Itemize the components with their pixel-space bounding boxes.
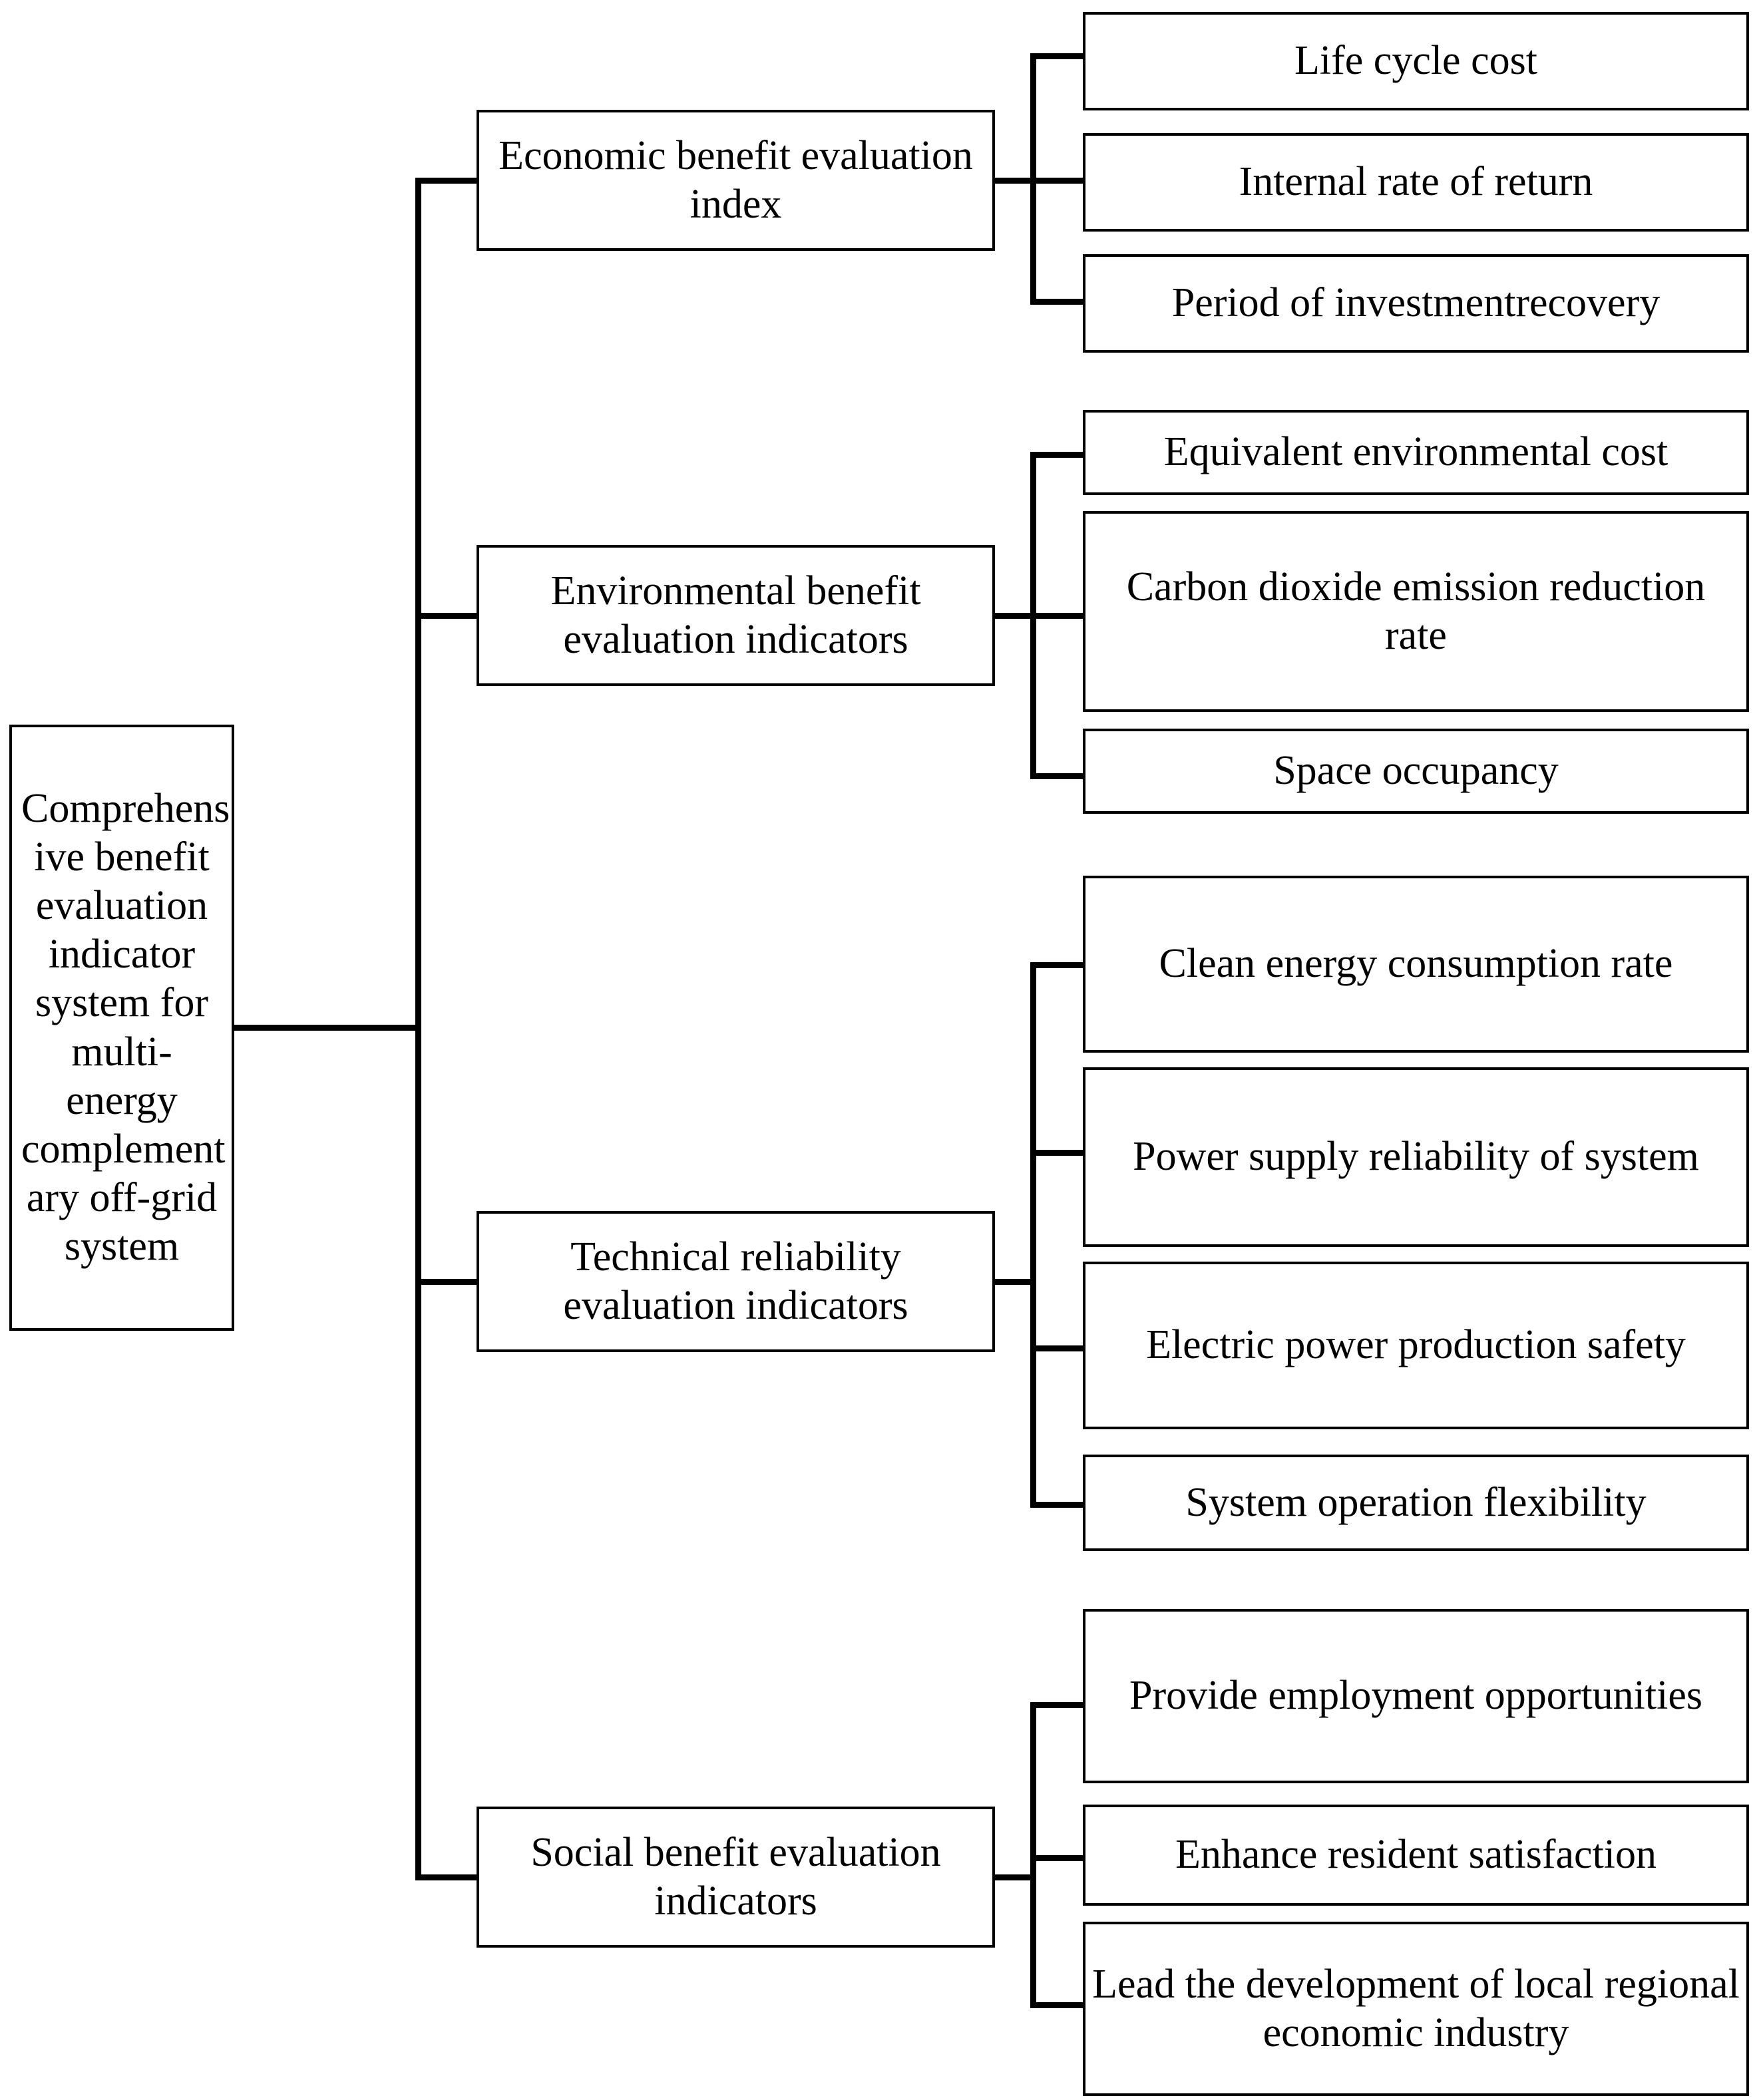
- leaf-node-period-of-investment-recovery[interactable]: Period of investmentrecovery: [1083, 254, 1749, 353]
- root-node[interactable]: Comprehens ive benefit evaluation indica…: [9, 725, 234, 1331]
- connector-technical-spine: [1030, 965, 1036, 1507]
- connector-technical-leaf-3: [1030, 1345, 1086, 1351]
- connector-economic-leaf-3: [1030, 299, 1086, 305]
- leaf-node-lead-development-local-regional-economic-industry-label: Lead the development of local regional e…: [1092, 1961, 1740, 2055]
- leaf-node-system-operation-flexibility-label: System operation flexibility: [1185, 1479, 1647, 1525]
- connector-environmental-stub: [992, 613, 1036, 619]
- connector-environmental-leaf-3: [1030, 773, 1086, 779]
- connector-social-leaf-1: [1030, 1702, 1086, 1708]
- leaf-node-life-cycle-cost-label: Life cycle cost: [1294, 38, 1537, 84]
- connector-economic-leaf-2: [1030, 178, 1086, 184]
- connector-social-leaf-2: [1030, 1855, 1086, 1861]
- leaf-node-equivalent-environmental-cost-label: Equivalent environmental cost: [1163, 429, 1668, 475]
- leaf-node-enhance-resident-satisfaction[interactable]: Enhance resident satisfaction: [1083, 1805, 1749, 1906]
- leaf-node-power-supply-reliability-of-system[interactable]: Power supply reliability of system: [1083, 1067, 1749, 1247]
- connector-technical-leaf-1: [1030, 962, 1086, 968]
- branch-node-economic[interactable]: Economic benefit evaluation index: [477, 110, 995, 251]
- root-node-label: Comprehens ive benefit evaluation indica…: [21, 785, 230, 1270]
- connector-root-trunk: [415, 180, 421, 1877]
- connector-trunk-to-economic: [415, 178, 479, 184]
- connector-economic-leaf-1: [1030, 53, 1086, 59]
- leaf-node-internal-rate-of-return-label: Internal rate of return: [1239, 159, 1593, 205]
- leaf-node-life-cycle-cost[interactable]: Life cycle cost: [1083, 12, 1749, 110]
- branch-node-social-label: Social benefit evaluation indicators: [530, 1829, 941, 1924]
- leaf-node-period-of-investment-recovery-label: Period of investmentrecovery: [1171, 280, 1661, 326]
- leaf-node-provide-employment-opportunities[interactable]: Provide employment opportunities: [1083, 1609, 1749, 1783]
- branch-node-social[interactable]: Social benefit evaluation indicators: [477, 1807, 995, 1948]
- leaf-node-internal-rate-of-return[interactable]: Internal rate of return: [1083, 133, 1749, 232]
- connector-trunk-to-technical: [415, 1279, 479, 1285]
- leaf-node-clean-energy-consumption-rate[interactable]: Clean energy consumption rate: [1083, 876, 1749, 1053]
- leaf-node-carbon-dioxide-emission-reduction-rate-label: Carbon dioxide emission reduction rate: [1126, 564, 1706, 658]
- branch-node-economic-label: Economic benefit evaluation index: [498, 132, 973, 227]
- connector-technical-leaf-4: [1030, 1502, 1086, 1508]
- leaf-node-lead-development-local-regional-economic-industry[interactable]: Lead the development of local regional e…: [1083, 1922, 1749, 2096]
- connector-social-stub: [992, 1874, 1036, 1880]
- leaf-node-enhance-resident-satisfaction-label: Enhance resident satisfaction: [1175, 1832, 1657, 1878]
- connector-social-leaf-3: [1030, 2002, 1086, 2008]
- connector-technical-stub: [992, 1279, 1036, 1285]
- leaf-node-electric-power-production-safety-label: Electric power production safety: [1146, 1322, 1686, 1368]
- leaf-node-clean-energy-consumption-rate-label: Clean energy consumption rate: [1159, 941, 1673, 987]
- connector-trunk-to-environmental: [415, 613, 479, 619]
- leaf-node-space-occupancy[interactable]: Space occupancy: [1083, 729, 1749, 814]
- branch-node-technical[interactable]: Technical reliability evaluation indicat…: [477, 1211, 995, 1352]
- connector-root-stub: [234, 1025, 421, 1031]
- connector-trunk-to-social: [415, 1874, 479, 1880]
- connector-technical-leaf-2: [1030, 1150, 1086, 1156]
- branch-node-environmental-label: Environmental benefit evaluation indicat…: [550, 568, 921, 662]
- leaf-node-carbon-dioxide-emission-reduction-rate[interactable]: Carbon dioxide emission reduction rate: [1083, 511, 1749, 712]
- branch-node-environmental[interactable]: Environmental benefit evaluation indicat…: [477, 545, 995, 686]
- leaf-node-equivalent-environmental-cost[interactable]: Equivalent environmental cost: [1083, 410, 1749, 495]
- connector-economic-stub: [992, 178, 1036, 184]
- connector-environmental-leaf-1: [1030, 452, 1086, 458]
- branch-node-technical-label: Technical reliability evaluation indicat…: [563, 1234, 908, 1328]
- leaf-node-system-operation-flexibility[interactable]: System operation flexibility: [1083, 1455, 1749, 1551]
- connector-environmental-leaf-2: [1030, 613, 1086, 619]
- leaf-node-electric-power-production-safety[interactable]: Electric power production safety: [1083, 1262, 1749, 1429]
- leaf-node-power-supply-reliability-of-system-label: Power supply reliability of system: [1133, 1134, 1699, 1180]
- leaf-node-provide-employment-opportunities-label: Provide employment opportunities: [1129, 1673, 1702, 1719]
- leaf-node-space-occupancy-label: Space occupancy: [1273, 748, 1559, 794]
